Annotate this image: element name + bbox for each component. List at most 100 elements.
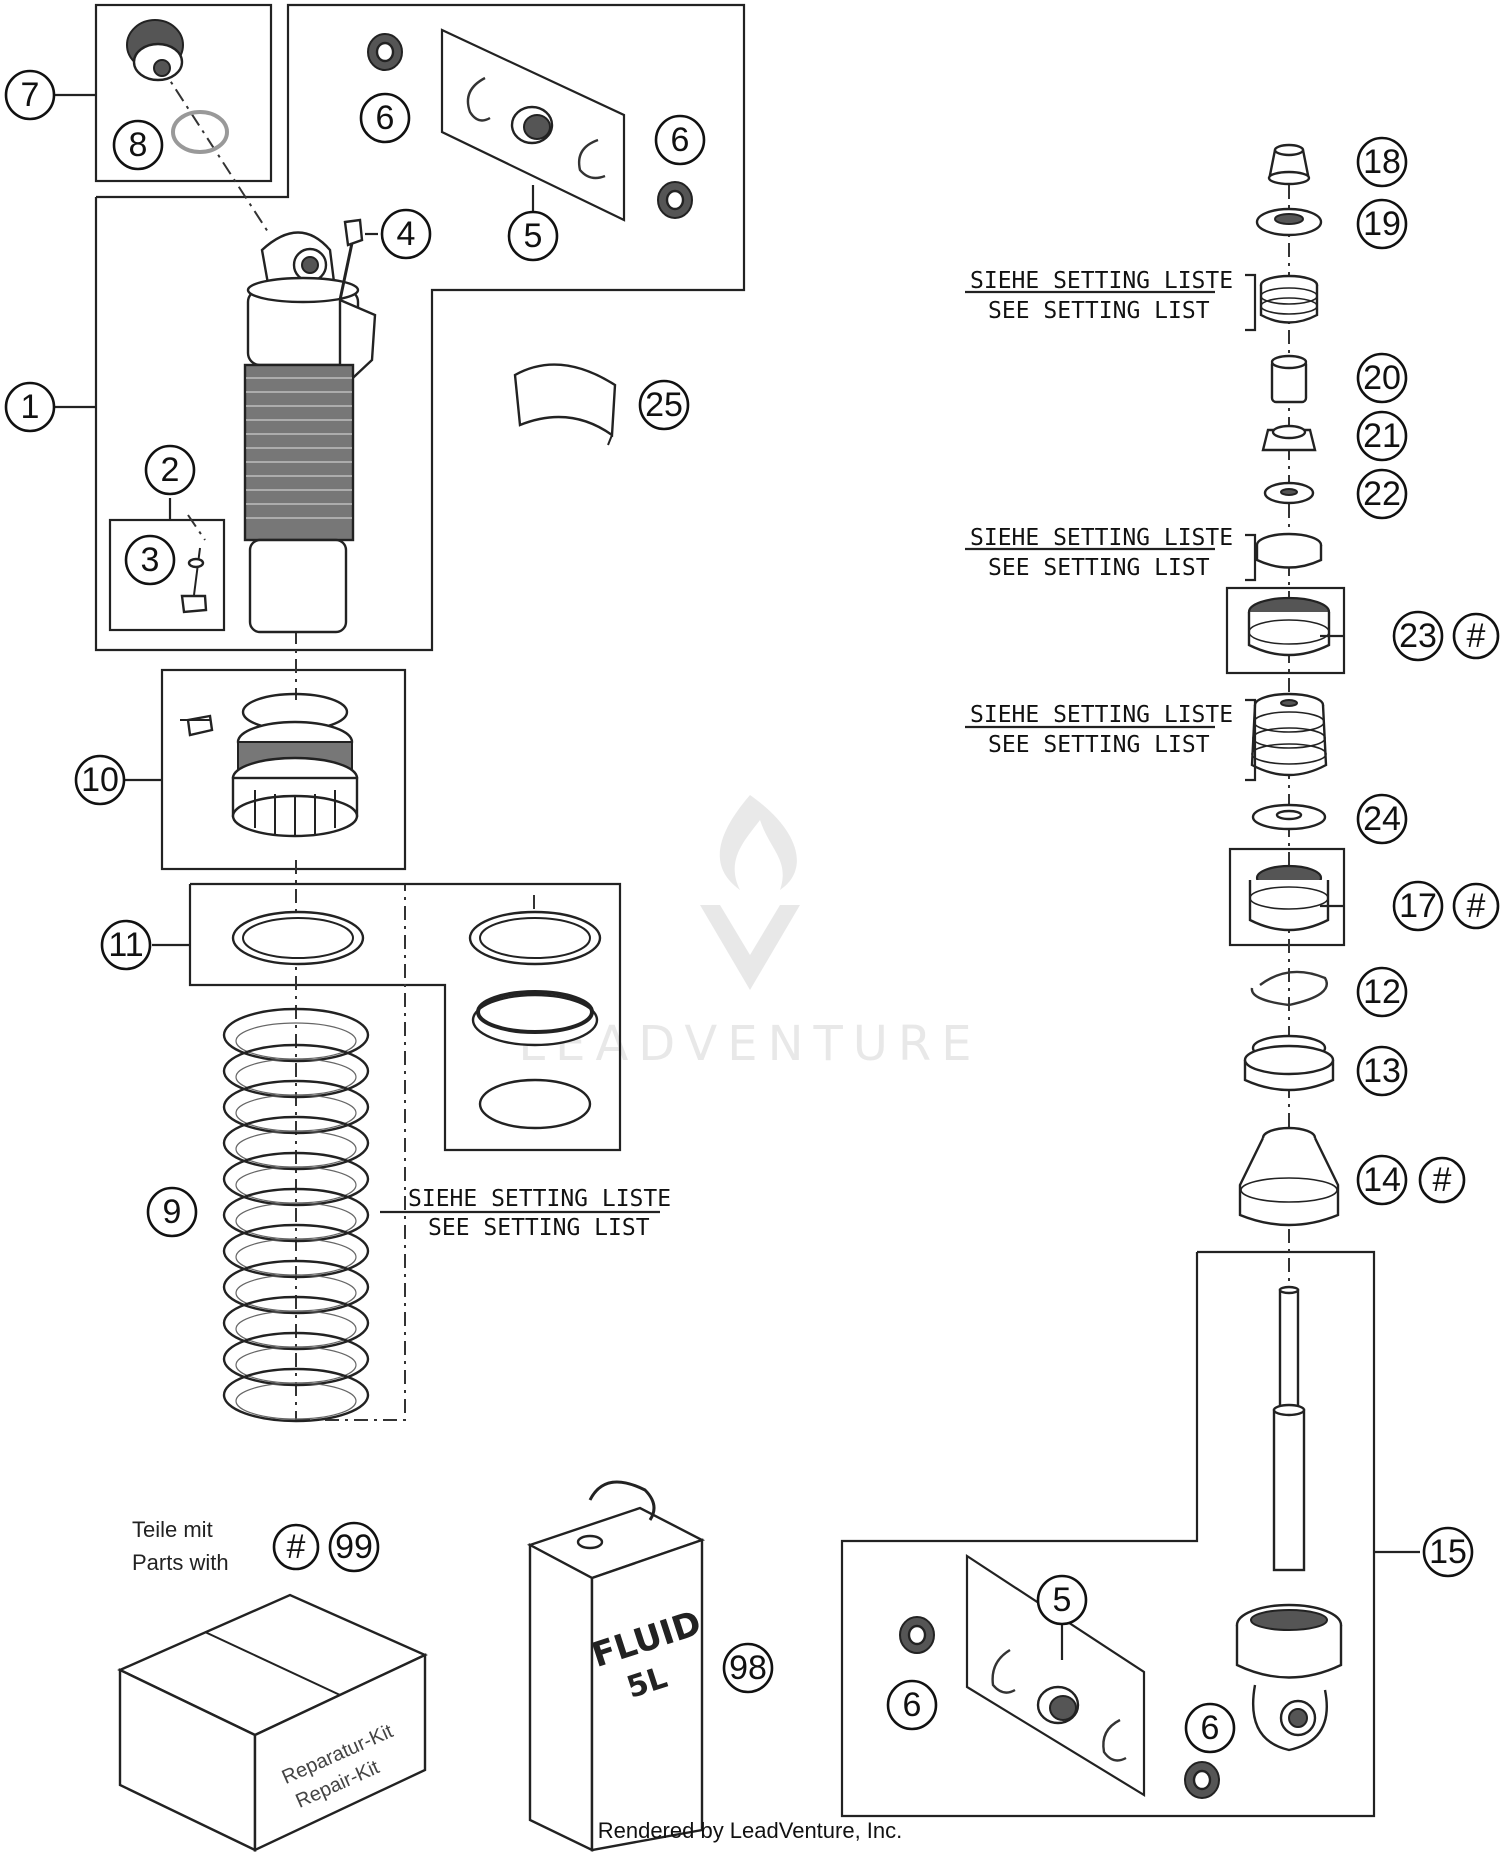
part-8-ring: [171, 110, 229, 154]
callout-13: 13: [1356, 1045, 1408, 1097]
callout-6: 6: [1184, 1702, 1236, 1754]
part-10-preload-adjuster: [180, 692, 359, 838]
part-12-circlip: [1250, 970, 1328, 1007]
svg-text:3: 3: [141, 541, 160, 579]
svg-text:#: #: [1467, 887, 1486, 925]
callout-2: 2: [144, 444, 196, 496]
callout-9: 9: [146, 1186, 198, 1238]
callout-20: 20: [1356, 352, 1408, 404]
callout-99: 99: [328, 1521, 380, 1573]
svg-text:6: 6: [376, 99, 395, 137]
callout-6: 6: [886, 1679, 938, 1731]
part-19-washer: [1255, 207, 1323, 237]
callout-hash: #: [1418, 1156, 1466, 1204]
svg-text:19: 19: [1363, 205, 1401, 243]
callout-98: 98: [722, 1642, 774, 1694]
part-25-sticker: [513, 363, 617, 446]
svg-text:18: 18: [1363, 143, 1401, 181]
shim-stack-2: [1255, 532, 1323, 569]
svg-text:23: 23: [1399, 617, 1437, 655]
callout-14: 14: [1356, 1154, 1408, 1206]
note-see-1: SEE SETTING LIST: [988, 298, 1210, 324]
part-11-spring-seats: [231, 910, 602, 1130]
spring-coil: [222, 1007, 370, 1063]
svg-text:99: 99: [335, 1528, 373, 1566]
callout-11: 11: [100, 919, 152, 971]
part-3-valve: [180, 547, 208, 614]
svg-text:21: 21: [1363, 417, 1401, 455]
svg-text:9: 9: [163, 1193, 182, 1231]
callout-5: 5: [507, 210, 559, 262]
svg-text:20: 20: [1363, 359, 1401, 397]
fluid-can: FLUID 5L: [526, 1480, 706, 1852]
svg-text:22: 22: [1363, 475, 1401, 513]
box-3: [108, 518, 226, 632]
svg-text:10: 10: [81, 761, 119, 799]
note-siehe-4: SIEHE SETTING LISTE: [408, 1186, 671, 1212]
part-17-piston: [1248, 864, 1330, 932]
part-20-spacer: [1270, 354, 1308, 404]
box-5-bottom: [965, 1553, 1146, 1797]
spring-coil: [222, 1367, 370, 1423]
callouts: 7 8 6 6 4 5 1 25 2 3 10 11 9 18 19 20 21…: [4, 69, 1500, 1754]
part-6-seals-top: [367, 33, 693, 219]
part-23-piston: [1247, 596, 1331, 657]
part-9-spring: [222, 1007, 370, 1423]
box-1: [94, 3, 746, 652]
callout-5: 5: [1036, 1574, 1088, 1626]
legend: Teile mit Parts with: [132, 1517, 229, 1575]
legend-line1: Teile mit: [132, 1517, 213, 1542]
part-5-top-contents: [466, 76, 606, 180]
svg-text:14: 14: [1363, 1161, 1401, 1199]
part-22-washer: [1263, 481, 1315, 505]
spring-coil: [222, 1151, 370, 1207]
callout-6: 6: [359, 92, 411, 144]
box-11: [188, 882, 622, 1152]
svg-text:25: 25: [645, 386, 683, 424]
shim-stack-1: [1259, 274, 1319, 324]
group-boxes: [94, 3, 1376, 1818]
part-18-nut: [1267, 143, 1311, 186]
box-23: [1225, 586, 1346, 675]
svg-text:4: 4: [397, 215, 416, 253]
svg-text:6: 6: [671, 121, 690, 159]
callout-6: 6: [654, 114, 706, 166]
spring-coil: [222, 1331, 370, 1387]
spring-coil: [222, 1043, 370, 1099]
note-see-2: SEE SETTING LIST: [988, 555, 1210, 581]
box-17: [1228, 847, 1346, 947]
note-siehe-3: SIEHE SETTING LISTE: [970, 702, 1233, 728]
spring-coil: [222, 1115, 370, 1171]
svg-text:2: 2: [161, 451, 180, 489]
callout-24: 24: [1356, 793, 1408, 845]
svg-text:11: 11: [108, 926, 143, 964]
callout-15: 15: [1422, 1526, 1474, 1578]
callout-10: 10: [74, 754, 126, 806]
part-21-nut: [1261, 424, 1317, 452]
part-6-seals-bottom: [899, 1616, 1220, 1799]
svg-text:8: 8: [129, 126, 148, 164]
footer-credit: Rendered by LeadVenture, Inc.: [598, 1818, 903, 1843]
callout-hash: #: [1452, 882, 1500, 930]
svg-text:12: 12: [1363, 973, 1401, 1011]
spring-coil: [222, 1187, 370, 1243]
part-24-washer: [1251, 803, 1327, 831]
svg-text:1: 1: [21, 388, 40, 426]
part-7-bearing: [126, 19, 184, 82]
svg-text:6: 6: [1201, 1709, 1220, 1747]
leader-lines: [52, 93, 1420, 1660]
callout-21: 21: [1356, 410, 1408, 462]
callout-hash: #: [272, 1523, 320, 1571]
callout-22: 22: [1356, 468, 1408, 520]
spring-coil: [222, 1259, 370, 1315]
spring-coil-inner: [235, 1382, 357, 1420]
svg-text:5: 5: [524, 217, 543, 255]
box-15: [840, 1250, 1376, 1818]
shock-absorber-body: [243, 231, 377, 634]
repair-kit-box: Reparatur-Kit Repair-Kit: [117, 1593, 428, 1852]
note-siehe-2: SIEHE SETTING LISTE: [970, 525, 1233, 551]
callout-8: 8: [112, 119, 164, 171]
svg-text:6: 6: [903, 1686, 922, 1724]
svg-text:#: #: [1433, 1161, 1452, 1199]
setting-notes: SIEHE SETTING LISTE SEE SETTING LIST SIE…: [408, 268, 1233, 1241]
